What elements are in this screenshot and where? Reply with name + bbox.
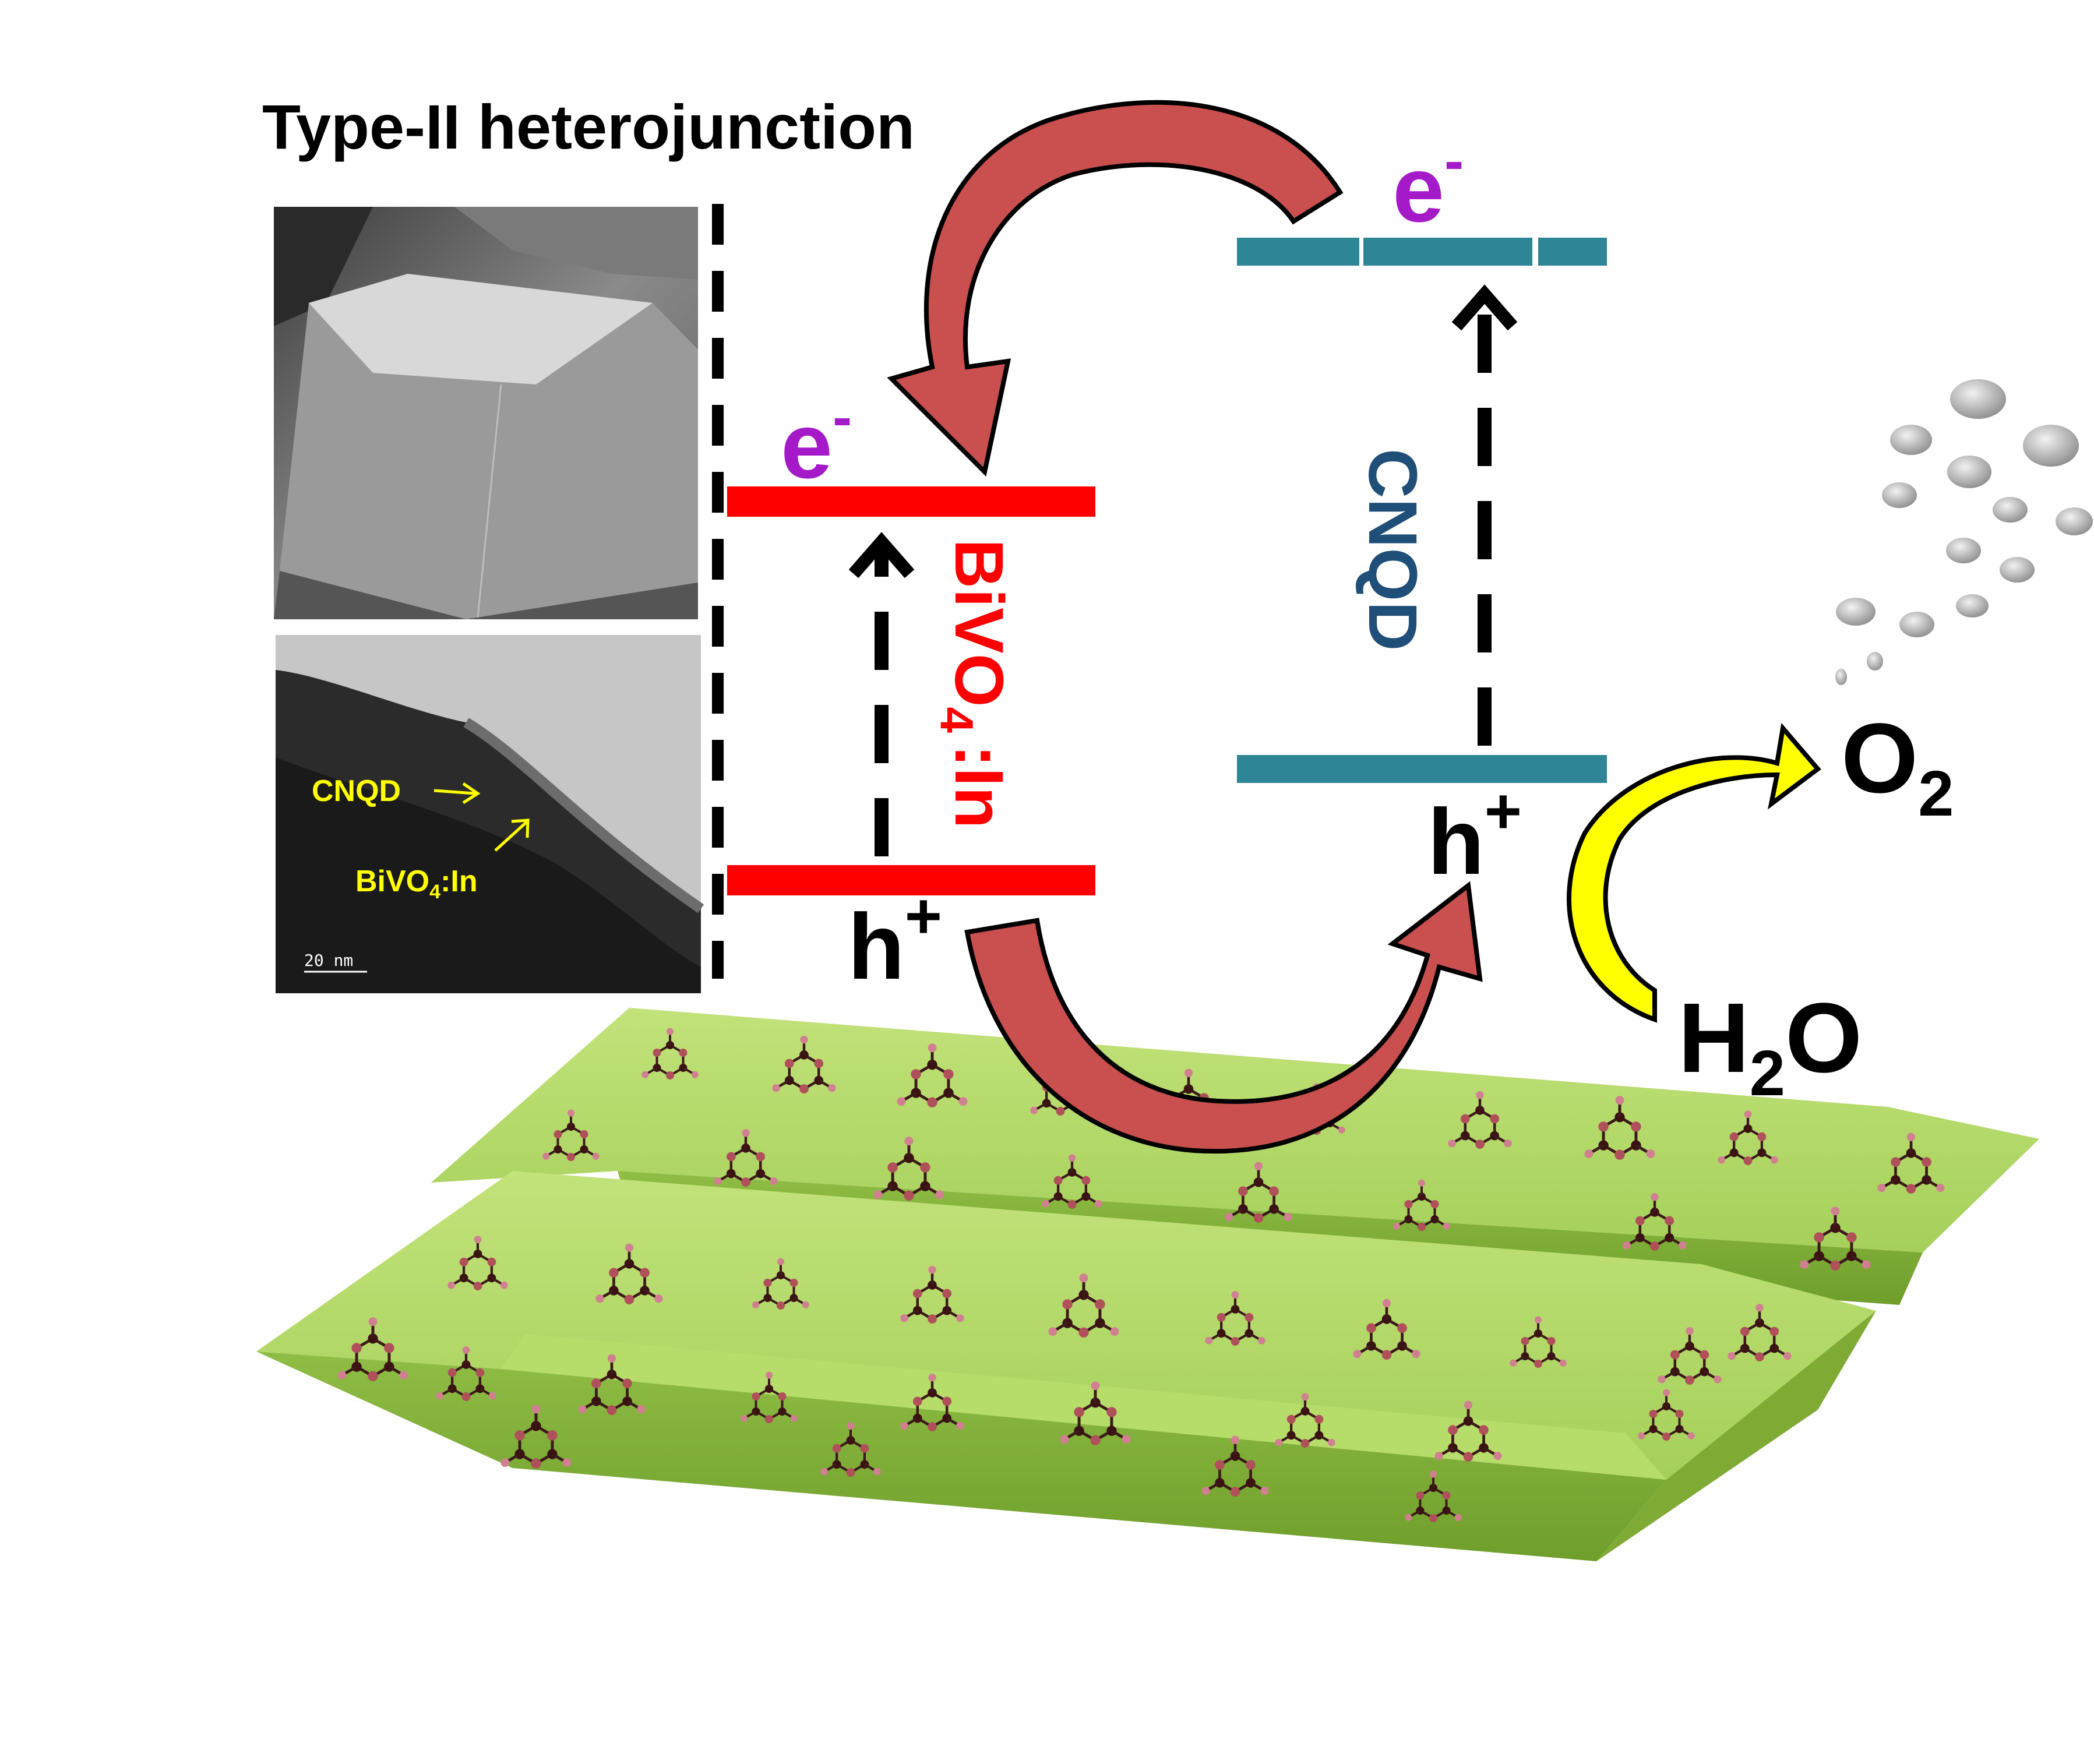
bubble bbox=[1882, 482, 1917, 508]
molecule-motif bbox=[1728, 1303, 1792, 1361]
scale-bar-label: 20 nm bbox=[304, 951, 353, 970]
molecule-motif bbox=[641, 1028, 699, 1079]
molecule-motif bbox=[1405, 1470, 1462, 1522]
molecule-motif bbox=[820, 1422, 881, 1477]
molecule-motif bbox=[436, 1346, 496, 1401]
cnqd-arrow-head bbox=[1451, 284, 1518, 331]
molecule-motif bbox=[447, 1236, 508, 1290]
bubble bbox=[2000, 557, 2035, 583]
bubble bbox=[1950, 379, 2006, 419]
bivo4-band-diagram: e- h+ BiVO4:In bbox=[727, 384, 1095, 999]
bivo4-arrow-head bbox=[848, 532, 915, 578]
bubble bbox=[1947, 456, 1991, 488]
tem-cnqd-label: CNQD bbox=[312, 774, 401, 808]
cnqd-band-diagram: e- h+ CNQD bbox=[1237, 128, 1607, 894]
molecule-motif bbox=[1584, 1096, 1655, 1160]
tem-bivo4-pointer bbox=[494, 820, 528, 852]
molecule-motif bbox=[1201, 1435, 1269, 1497]
front-slab-side bbox=[256, 1352, 1666, 1561]
bubble bbox=[2023, 425, 2079, 467]
molecule-motif bbox=[752, 1258, 809, 1310]
cnqd-valence-band bbox=[1237, 755, 1607, 783]
bivo4-crystal-slabs bbox=[256, 1008, 2039, 1561]
tem-image: CNQD BiVO4:In 20 nm bbox=[276, 635, 704, 993]
molecule-motif bbox=[1718, 1110, 1778, 1165]
molecule-motif bbox=[900, 1265, 964, 1324]
hole-transfer-arrow bbox=[964, 881, 1483, 1154]
cnqd-conduction-band-right bbox=[1538, 238, 1607, 266]
molecule-motif bbox=[1800, 1206, 1871, 1271]
molecule-motif bbox=[741, 1371, 798, 1423]
cnqd-conduction-band-mid bbox=[1363, 238, 1532, 266]
molecule-motif bbox=[1048, 1273, 1119, 1338]
o2-product: O2 bbox=[1841, 703, 1954, 830]
bubble bbox=[1946, 538, 1981, 563]
molecule-motif bbox=[1434, 1400, 1502, 1462]
molecule-motif bbox=[1448, 1091, 1512, 1149]
molecule-motif bbox=[1275, 1393, 1335, 1448]
molecule-motif bbox=[714, 1128, 778, 1187]
oxygen-bubbles bbox=[1835, 379, 2093, 685]
bivo4-conduction-band bbox=[727, 486, 1095, 517]
molecule-motif bbox=[897, 1043, 968, 1107]
sem-image bbox=[274, 207, 698, 619]
molecule-motif bbox=[900, 1373, 964, 1431]
water-oxidation-arrow bbox=[1567, 722, 1821, 1023]
bivo4-valence-band bbox=[727, 865, 1095, 895]
molecule-motif bbox=[1353, 1299, 1420, 1360]
cnqd-label: CNQD bbox=[1354, 449, 1431, 651]
bubble bbox=[1890, 425, 1932, 455]
molecule-motif bbox=[1225, 1162, 1292, 1223]
molecule-motif bbox=[873, 1137, 944, 1201]
h2o-reactant: H2O bbox=[1678, 983, 1862, 1109]
molecule-motif bbox=[500, 1405, 572, 1469]
bubble bbox=[1835, 669, 1847, 685]
cnqd-conduction-band bbox=[1237, 238, 1359, 266]
molecule-motif bbox=[1042, 1154, 1102, 1209]
molecule-motif bbox=[1877, 1133, 1945, 1194]
tem-bivo4-label: BiVO4:In bbox=[355, 865, 478, 903]
bubble bbox=[1956, 594, 1989, 618]
molecule-motif bbox=[1060, 1381, 1131, 1445]
molecule-motif bbox=[337, 1317, 408, 1381]
bivo4-electron: e- bbox=[781, 384, 852, 498]
molecule-motif bbox=[595, 1243, 663, 1304]
molecule-motif bbox=[1638, 1389, 1695, 1441]
bivo4-label: BiVO4:In bbox=[931, 539, 1017, 828]
bivo4-hole: h+ bbox=[848, 880, 942, 999]
front-slab-bevel bbox=[501, 1334, 1666, 1480]
molecule-motif bbox=[1510, 1316, 1567, 1368]
molecule-motif bbox=[1393, 1179, 1450, 1231]
molecule-motif bbox=[1205, 1291, 1265, 1346]
molecule-motif bbox=[542, 1109, 600, 1161]
molecule-motif bbox=[578, 1354, 646, 1415]
bubble bbox=[2056, 507, 2093, 535]
electron-transfer-arrow bbox=[887, 100, 1344, 477]
molecule-motif bbox=[1623, 1193, 1687, 1251]
bubble bbox=[1899, 612, 1934, 637]
tem-cnqd-pointer bbox=[433, 789, 475, 795]
cnqd-electron: e- bbox=[1393, 128, 1464, 241]
diagram-title: Type-II heterojunction bbox=[262, 91, 915, 162]
bubble bbox=[1867, 652, 1883, 671]
molecule-motif bbox=[772, 1035, 836, 1093]
molecule-motif bbox=[1658, 1326, 1722, 1385]
cnqd-hole: h+ bbox=[1427, 775, 1522, 894]
front-slab-right-face bbox=[1596, 1311, 1876, 1561]
bubble bbox=[1836, 598, 1876, 626]
cnqd-molecules bbox=[337, 1028, 1945, 1522]
bubble bbox=[1993, 497, 2028, 523]
